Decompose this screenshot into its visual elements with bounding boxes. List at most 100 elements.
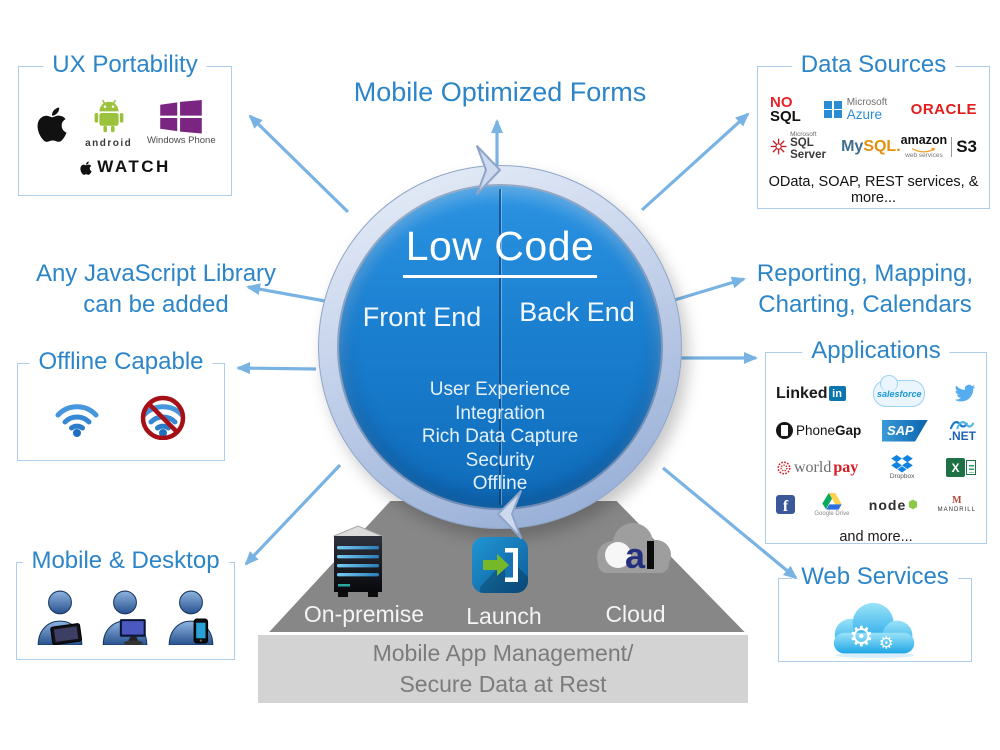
base-line1: Mobile App Management/	[372, 640, 634, 666]
launch-app-icon	[472, 537, 528, 593]
dropbox-icon	[891, 454, 913, 473]
apple-icon	[37, 107, 67, 142]
data-sources-box: Data Sources NO SQL Microsoft Azure ORAC…	[757, 51, 990, 209]
google-drive-logo: Google Drive	[814, 492, 849, 517]
azure-logo: Microsoft Azure	[824, 97, 887, 122]
person-phone-icon	[168, 590, 214, 645]
no-wifi-icon	[140, 395, 186, 440]
svg-text:a: a	[625, 535, 646, 576]
apps-row4: f Google Drive node M MANDRILL	[776, 486, 976, 523]
applications-footer: and more...	[839, 529, 913, 545]
reporting-label: Reporting, Mapping, Charting, Calendars	[742, 258, 988, 320]
dotnet-waves-icon	[950, 421, 975, 430]
mysql-logo: MySQL.	[841, 137, 901, 155]
cloud-gears-icon: ⚙ ⚙	[833, 602, 915, 659]
android-robot-icon	[94, 99, 124, 133]
feature-list: User Experience Integration Rich Data Ca…	[319, 378, 681, 496]
web-services-title: Web Services	[792, 563, 958, 591]
person-tablet-icon	[37, 590, 83, 645]
mobile-optimized-forms-label: Mobile Optimized Forms	[353, 77, 647, 107]
gear-icon-large: ⚙	[849, 620, 874, 653]
cloud-label: Cloud	[605, 601, 666, 627]
ux-portability-box: UX Portability	[18, 51, 232, 196]
circle-title: Low Code	[319, 223, 681, 278]
facebook-logo: f	[776, 495, 795, 514]
server-icon	[326, 520, 390, 600]
sap-logo: SAP	[881, 419, 928, 442]
low-code-circle: Low Code Front End Back End User Experie…	[318, 165, 682, 529]
wifi-icon	[55, 404, 99, 437]
base-line2: Secure Data at Rest	[399, 671, 607, 697]
mobile-desktop-icons	[27, 589, 224, 645]
android-label: android	[85, 138, 133, 149]
offline-capable-title: Offline Capable	[29, 348, 213, 376]
worldpay-swirl-icon	[777, 461, 791, 474]
windows-icon	[160, 100, 203, 134]
sql-server-star-icon	[770, 138, 787, 155]
offline-capable-box: Offline Capable	[17, 348, 225, 461]
any-js-label: Any JavaScript Library can be added	[12, 258, 300, 320]
alpha-cloud-icon: a	[585, 517, 681, 587]
applications-title: Applications	[802, 337, 950, 365]
dotnet-logo: .NET	[949, 419, 976, 442]
apps-row1: Linked in salesforce	[776, 375, 976, 412]
watch-label: WATCH	[97, 157, 171, 176]
nodejs-logo: node	[869, 497, 918, 513]
any-js-line2: can be added	[83, 291, 229, 318]
web-services-cloud: ⚙ ⚙	[779, 601, 971, 659]
phonegap-icon	[776, 422, 793, 439]
feature-item: Rich Data Capture	[421, 426, 579, 447]
node-hexagon-icon	[909, 499, 918, 510]
oracle-logo: ORACLE	[910, 101, 977, 118]
feature-item: Security	[465, 449, 535, 471]
any-js-line1: Any JavaScript Library	[35, 260, 277, 287]
google-drive-icon	[822, 492, 842, 510]
mobile-desktop-title: Mobile & Desktop	[22, 547, 229, 575]
sql-server-logo: Microsoft SQL Server	[770, 131, 841, 162]
gear-icon-small: ⚙	[879, 633, 894, 653]
data-sources-footer: OData, SOAP, REST services, & more...	[768, 174, 979, 206]
linkedin-logo: Linked in	[776, 385, 846, 403]
nosql-logo: NO SQL	[770, 94, 801, 125]
windows-phone-logo: Windows Phone	[147, 100, 216, 146]
phonegap-logo: PhoneGap	[776, 422, 861, 439]
reporting-line2: Charting, Calendars	[758, 291, 972, 318]
mobile-desktop-box: Mobile & Desktop	[16, 547, 235, 660]
dropbox-logo: Dropbox	[890, 454, 914, 481]
offline-icons	[18, 394, 224, 440]
divider	[951, 136, 953, 157]
arrow-to-data-sources	[640, 112, 750, 212]
salesforce-logo: salesforce	[873, 375, 926, 407]
back-end-label: Back End	[519, 297, 635, 327]
ux-portability-title: UX Portability	[43, 51, 207, 79]
person-desktop-icon	[103, 590, 148, 645]
circle-title-text: Low Code	[402, 223, 598, 278]
launch-label: Launch	[466, 603, 542, 629]
arrow-to-ux-portability	[248, 114, 350, 214]
windows-phone-label: Windows Phone	[146, 135, 216, 146]
applications-box: Applications Linked in salesforce PhoneG…	[765, 337, 987, 545]
mandrill-logo: M MANDRILL	[937, 495, 976, 514]
feature-item: User Experience	[429, 379, 571, 400]
apple-icon-small	[80, 160, 92, 175]
ux-icons-row: android Windows Phone	[27, 97, 223, 149]
android-logo: android	[85, 97, 132, 149]
feature-item: Integration	[455, 402, 545, 424]
amazon-s3-logo: amazon web services S3	[900, 133, 977, 159]
excel-logo: X	[946, 458, 976, 477]
data-sources-title: Data Sources	[791, 51, 956, 79]
front-end-label: Front End	[362, 302, 482, 332]
amazon-smile-icon	[911, 147, 935, 152]
data-sources-row2: Microsoft SQL Server MySQL. amazon web s…	[770, 128, 977, 165]
on-premise-label: On-premise	[303, 601, 425, 627]
feature-item: Offline	[472, 473, 528, 494]
microsoft-squares-icon	[824, 100, 842, 119]
arrow-to-offline	[236, 362, 317, 375]
apple-watch-logo: WATCH	[19, 157, 231, 177]
base-panel: Mobile App Management/ Secure Data at Re…	[258, 635, 748, 703]
web-services-box: Web Services ⚙ ⚙	[778, 563, 972, 662]
apps-row2: PhoneGap SAP .NET	[776, 412, 976, 449]
